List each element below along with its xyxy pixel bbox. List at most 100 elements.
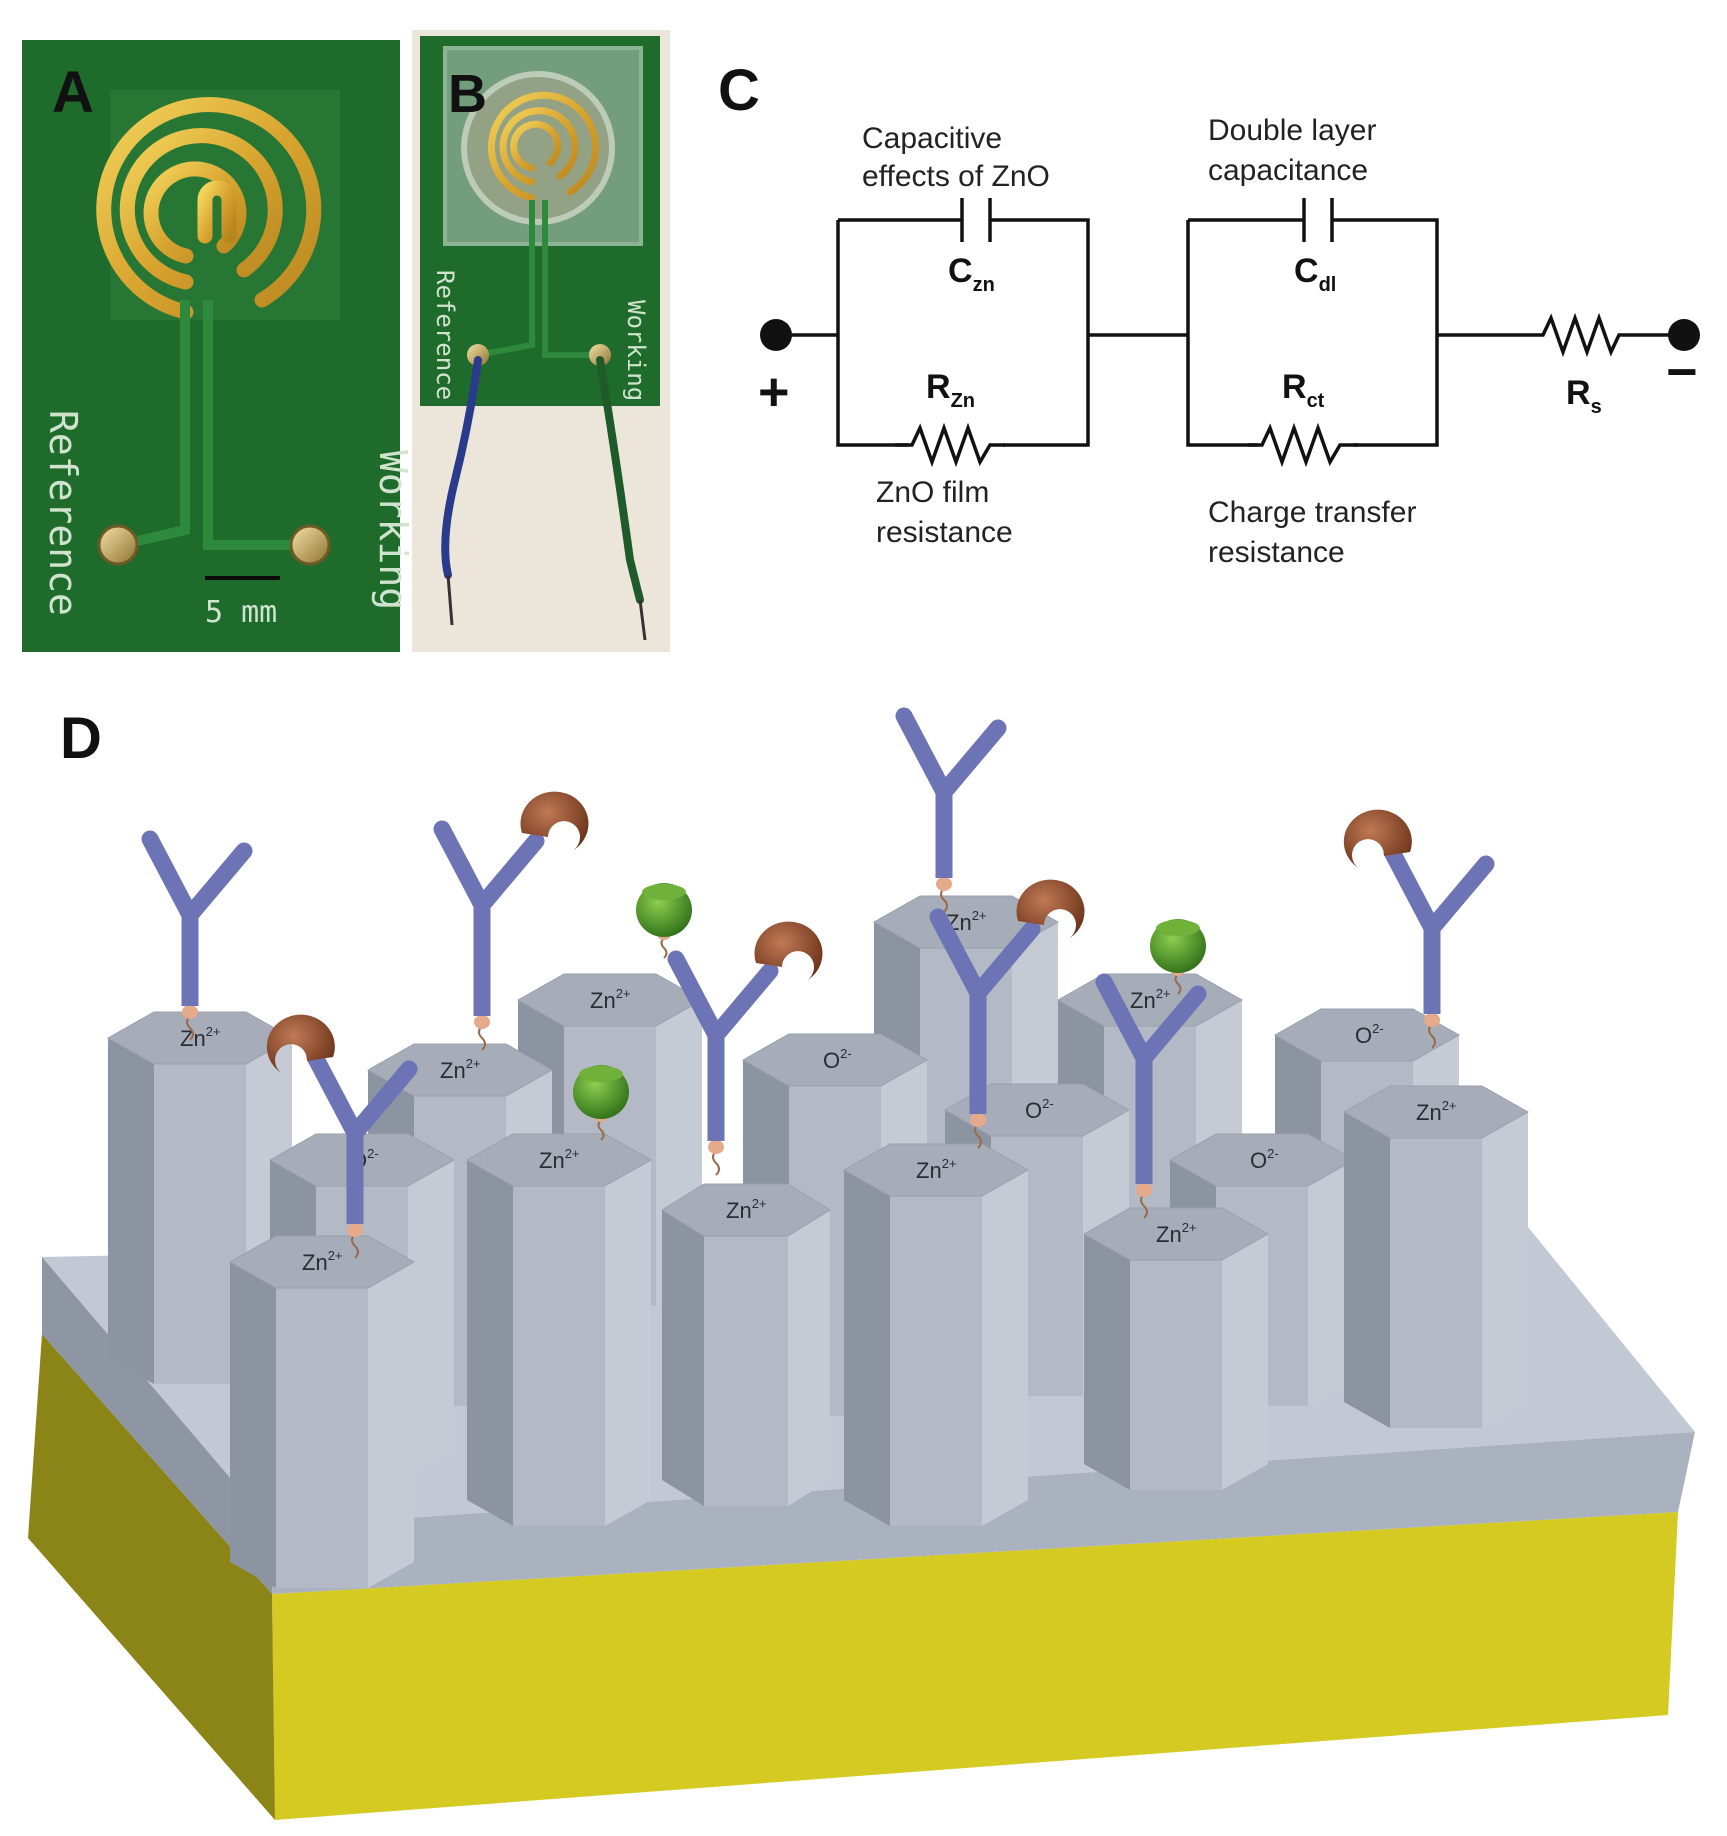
ion-label-zn: Zn2+ <box>539 1146 580 1173</box>
protein <box>1150 919 1206 995</box>
nanorod: Zn2+ <box>1082 1207 1270 1490</box>
linker <box>478 1025 486 1051</box>
wire-working-b <box>596 356 644 604</box>
label-c-zn: Czn <box>948 252 995 296</box>
linker-head <box>182 1005 198 1019</box>
nanorod-top <box>465 1133 653 1187</box>
pad-working-a <box>289 524 331 566</box>
linker-head <box>1136 1183 1152 1197</box>
antibody-arm <box>1383 843 1441 937</box>
caption-double-layer-line2: capacitance <box>1208 154 1368 187</box>
antibody-arm <box>935 719 1007 801</box>
resistor-ct <box>1248 422 1358 468</box>
wire-tip-working-b <box>638 599 647 641</box>
nanorod-front-face <box>1390 1138 1482 1428</box>
antigen <box>1016 879 1085 939</box>
nanorod-front-face <box>513 1186 605 1526</box>
antibody-arm <box>433 820 491 914</box>
terminal-positive <box>760 319 792 351</box>
nanorod: Zn2+ <box>1342 1085 1530 1428</box>
nanorod-top <box>943 1083 1131 1137</box>
ion-label-zn: Zn2+ <box>1416 1098 1457 1125</box>
nanorod-right-face <box>982 1170 1028 1526</box>
antibody <box>433 791 589 1051</box>
panel-letter-c: C <box>718 58 760 123</box>
label-working-b: Working <box>622 300 650 401</box>
nanorod-left-face <box>108 1038 154 1384</box>
caption-film-line1: ZnO film <box>876 476 989 509</box>
linker <box>974 1123 982 1149</box>
nanorod-right-face <box>605 1160 651 1526</box>
nanorod-top <box>842 1143 1030 1197</box>
panel-a: Reference Working 5 mm A <box>22 40 415 652</box>
ion-label-zn: Zn2+ <box>916 1156 957 1183</box>
nanorod-right-face <box>1482 1112 1528 1428</box>
pad-working-b <box>589 344 611 366</box>
label-c-dl: Cdl <box>1294 252 1336 296</box>
protein-cap <box>1156 920 1200 936</box>
ion-label-zn: Zn2+ <box>1156 1220 1197 1247</box>
biomolecules <box>141 707 1495 1259</box>
pad-reference-a <box>97 524 139 566</box>
antibody-arm <box>1135 985 1207 1067</box>
nanorod-top <box>228 1235 416 1289</box>
label-working-a: Working <box>371 450 415 610</box>
ion-label-zn: Zn2+ <box>726 1196 767 1223</box>
zno-layer-side <box>42 1257 272 1594</box>
antibody-arm <box>1095 973 1153 1067</box>
linker <box>940 887 948 913</box>
caption-film-line2: resistance <box>876 516 1013 549</box>
linker <box>660 937 668 959</box>
linker-head <box>474 1015 490 1029</box>
nanorod-front-face <box>276 1288 368 1588</box>
nanorod-left-face <box>662 1210 704 1506</box>
nanorod-left-face <box>844 1170 890 1526</box>
label-r-s: Rs <box>1566 374 1602 418</box>
nanorod-top <box>872 895 1060 949</box>
panel-d: D Zn2+Zn2+Zn2+Zn2+O2-Zn2+O2-O2-O2-O2-Zn2… <box>28 706 1695 1820</box>
circuit-wires <box>778 198 1683 447</box>
antibody-arm <box>667 950 725 1044</box>
nanorod-front-face <box>890 1196 982 1526</box>
nanorod-top <box>1082 1207 1270 1261</box>
plus-sign: + <box>758 362 790 422</box>
linker <box>186 1015 194 1041</box>
linker <box>1428 1023 1436 1049</box>
nanorod-left-face <box>1084 1234 1130 1490</box>
label-reference-b: Reference <box>431 270 459 400</box>
antigen <box>520 791 589 851</box>
linker-head <box>936 877 952 891</box>
traces-b <box>477 200 600 358</box>
antibody <box>1095 973 1207 1219</box>
ion-label-zn: Zn2+ <box>302 1248 343 1275</box>
nanorod-top <box>741 1033 929 1087</box>
gold-layer-side <box>28 1334 275 1820</box>
nanorod: Zn2+ <box>842 1143 1030 1526</box>
nanorod-right-face <box>368 1262 414 1588</box>
label-reference-a: Reference <box>41 410 85 616</box>
caption-double-layer-line1: Double layer <box>1208 114 1376 147</box>
ion-label-zn: Zn2+ <box>440 1056 481 1083</box>
panel-letter-d: D <box>60 706 102 771</box>
minus-sign: − <box>1666 342 1698 402</box>
nanorod: Zn2+ <box>228 1235 416 1588</box>
resistor-zn <box>895 422 1005 468</box>
nanorod: Zn2+ <box>661 1183 831 1506</box>
caption-charge-line1: Charge transfer <box>1208 496 1416 529</box>
ion-label-o: O2- <box>1355 1021 1384 1048</box>
wire-reference-b <box>441 356 482 579</box>
traces-a <box>118 300 310 550</box>
antigen <box>754 921 823 981</box>
panel-c: C <box>718 58 1700 569</box>
nanorod-left-face <box>1344 1112 1390 1428</box>
nanorod-left-face <box>230 1262 276 1588</box>
antibody-arm <box>707 962 779 1044</box>
spiral-electrode-a <box>96 97 322 320</box>
antibody-arm <box>895 707 953 801</box>
nanorod-front-face <box>1130 1260 1222 1490</box>
antibody <box>141 830 253 1041</box>
nanorod-top <box>661 1183 831 1237</box>
nanorod: Zn2+ <box>465 1133 653 1526</box>
ion-label-zn: Zn2+ <box>1130 986 1171 1013</box>
nanorod-top <box>366 1043 554 1097</box>
